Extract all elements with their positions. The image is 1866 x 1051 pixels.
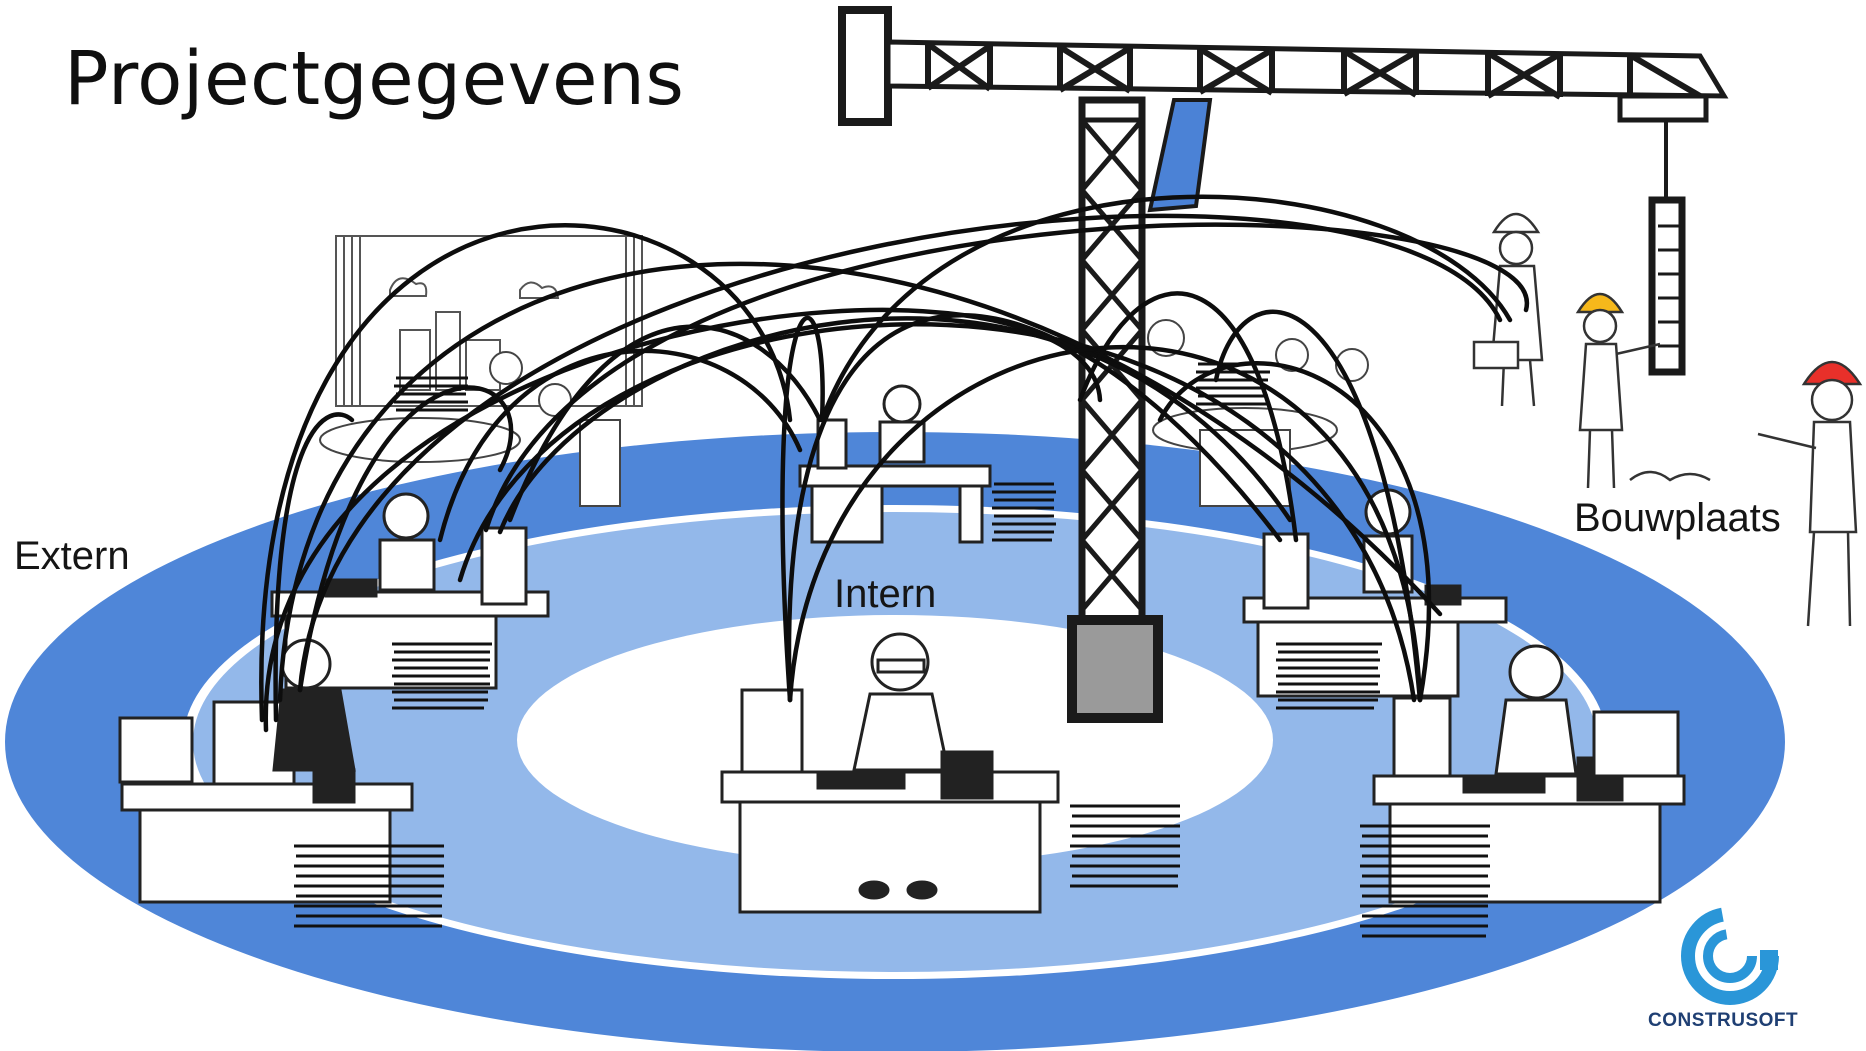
data-connection-arcs <box>259 194 1529 733</box>
worker-yellow-helmet <box>1575 292 1661 489</box>
label-bouwplaats: Bouwplaats <box>1574 496 1781 540</box>
worker-red-helmet <box>1757 360 1863 627</box>
paper-stacks <box>294 362 1490 938</box>
construsoft-logo-text: CONSTRUSOFT <box>1648 1010 1799 1031</box>
construsoft-logo-icon <box>1681 907 1779 1005</box>
welding-spark <box>1629 470 1711 482</box>
construction-workers <box>1472 212 1863 627</box>
desks <box>118 384 1686 914</box>
page-title: Projectgegevens <box>64 36 685 122</box>
worker-white-helmet <box>1472 212 1544 407</box>
label-intern: Intern <box>834 572 937 616</box>
label-extern: Extern <box>14 534 130 578</box>
desk-front-center <box>720 632 1060 914</box>
